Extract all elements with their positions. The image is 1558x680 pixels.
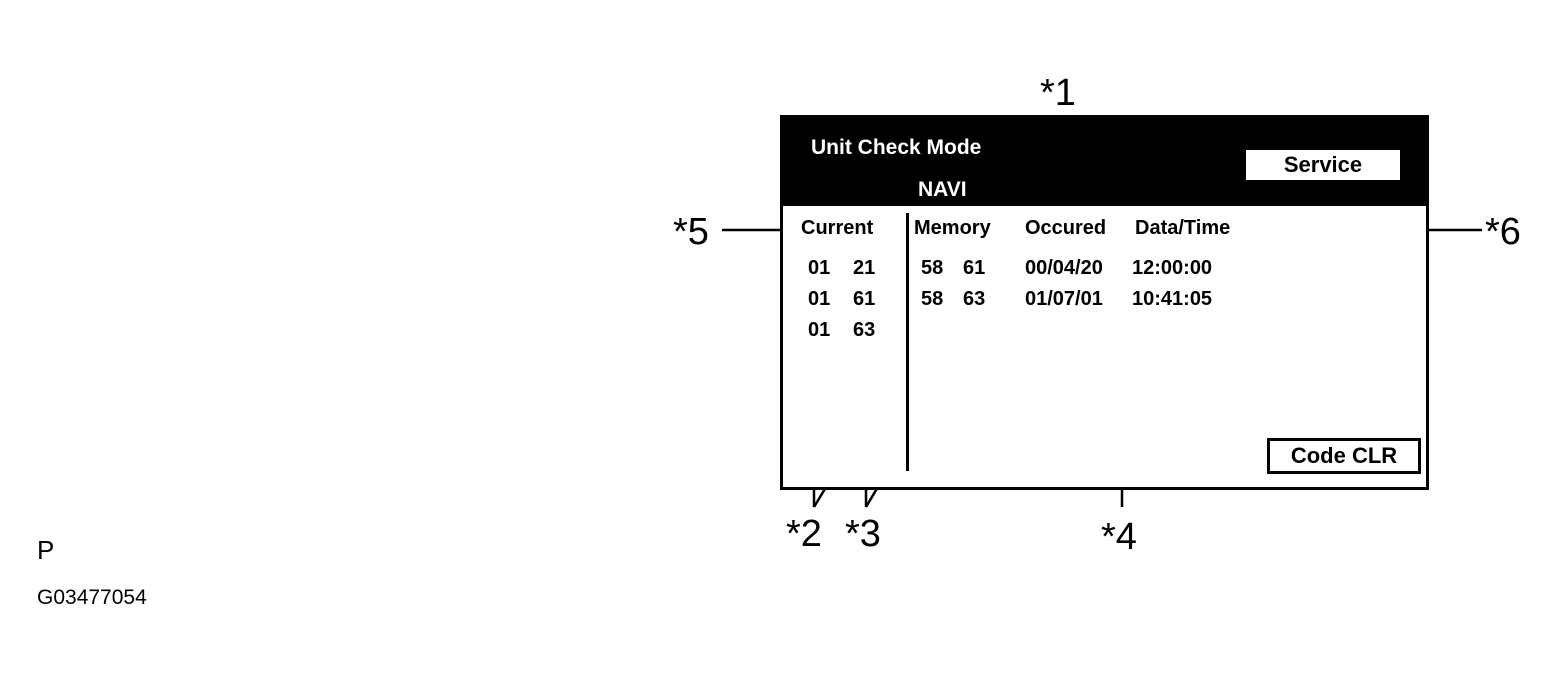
memory-code: 58 bbox=[921, 257, 944, 279]
memory-code: 61 bbox=[963, 257, 986, 279]
callout-5-label: *5 bbox=[673, 211, 709, 253]
current-code: 61 bbox=[853, 288, 876, 310]
column-divider bbox=[906, 213, 909, 471]
memory-code: 63 bbox=[963, 288, 986, 310]
current-code: 21 bbox=[853, 257, 876, 279]
current-code: 01 bbox=[808, 319, 831, 341]
occurrence-date: 00/04/20 bbox=[1025, 257, 1103, 279]
screen-header: Unit Check Mode NAVI Service bbox=[783, 118, 1426, 206]
footer-letter: P bbox=[37, 535, 55, 565]
callout-2-label: *2 bbox=[786, 513, 822, 555]
memory-code: 58 bbox=[921, 288, 944, 310]
current-header: Current bbox=[801, 217, 874, 239]
occurrence-time: 10:41:05 bbox=[1132, 288, 1213, 310]
current-code: 01 bbox=[808, 257, 831, 279]
service-button[interactable]: Service bbox=[1246, 150, 1400, 180]
current-code: 63 bbox=[853, 319, 876, 341]
date-time-header: Data/Time bbox=[1135, 217, 1231, 239]
callout-4-label: *4 bbox=[1101, 516, 1137, 558]
current-code: 01 bbox=[808, 288, 831, 310]
navi-check-screen: Unit Check Mode NAVI Service Code CLR bbox=[780, 115, 1429, 490]
mode-title: Unit Check Mode bbox=[811, 136, 982, 159]
occurrence-time: 12:00:00 bbox=[1132, 257, 1213, 279]
callout-3-label: *3 bbox=[845, 513, 881, 555]
occurrence-date: 01/07/01 bbox=[1025, 288, 1103, 310]
code-clear-button[interactable]: Code CLR bbox=[1267, 438, 1421, 474]
memory-header: Memory bbox=[914, 217, 991, 239]
callout-6-label: *6 bbox=[1485, 211, 1521, 253]
figure-code: G03477054 bbox=[37, 586, 147, 609]
occurred-header: Occured bbox=[1025, 217, 1107, 239]
unit-name: NAVI bbox=[918, 178, 967, 201]
callout-1-label: *1 bbox=[1040, 72, 1076, 114]
